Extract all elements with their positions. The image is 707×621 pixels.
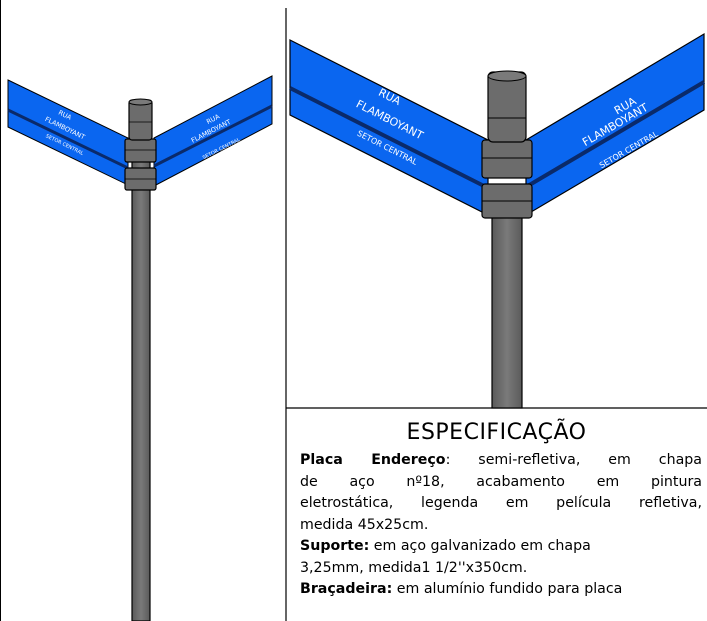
- spec-line: de aço nº18, acabamento em pintura: [300, 473, 702, 490]
- small-pole: [131, 147, 151, 621]
- large-left-blade-band: [289, 86, 489, 190]
- spec-line: Suporte: em aço galvanizado em chapa: [300, 536, 702, 558]
- small-sign-view: RUA FLAMBOYANT SETOR CENTRAL RUA FLAMBOY…: [7, 75, 273, 621]
- spec-line: eletrostática, legenda em película refle…: [300, 495, 702, 511]
- large-clamp-top: [481, 139, 533, 179]
- specification-panel: ESPECIFICAÇÃO Placa Endereço: semi-refle…: [286, 408, 707, 621]
- spec-text: em alumínio fundido para placa: [392, 581, 623, 597]
- large-sign-view: RUA FLAMBOYANT SETOR CENTRAL RUA FLAMBOY…: [289, 32, 706, 409]
- specification-title: ESPECIFICAÇÃO: [406, 420, 587, 445]
- spec-text: : semi-refletiva, em chapa: [445, 452, 702, 468]
- spec-text: em aço galvanizado em chapa: [369, 538, 591, 554]
- large-pole: [491, 209, 523, 409]
- spec-line: Braçadeira: em alumínio fundido para pla…: [300, 579, 702, 601]
- large-pole-cap: [487, 71, 527, 143]
- small-left-blade-band: [7, 108, 129, 170]
- spec-label-plate: Placa Endereço: [300, 452, 446, 468]
- spec-line: medida 45x25cm.: [300, 516, 429, 533]
- specification-body: Placa Endereço: semi-refletiva, em chapa…: [300, 450, 702, 601]
- large-right-blade-band: [524, 80, 706, 189]
- spec-label-clamp: Braçadeira:: [300, 581, 393, 597]
- spec-line: Placa Endereço: semi-refletiva, em chapa: [300, 450, 702, 472]
- small-pole-cap: [128, 99, 153, 141]
- large-left-blade: [289, 39, 489, 216]
- small-clamp-top: [124, 138, 157, 163]
- spec-label-support: Suporte:: [300, 538, 370, 554]
- spec-line: 3,25mm, medida1 1/2''x350cm.: [300, 559, 528, 576]
- small-right-blade-band: [153, 104, 273, 168]
